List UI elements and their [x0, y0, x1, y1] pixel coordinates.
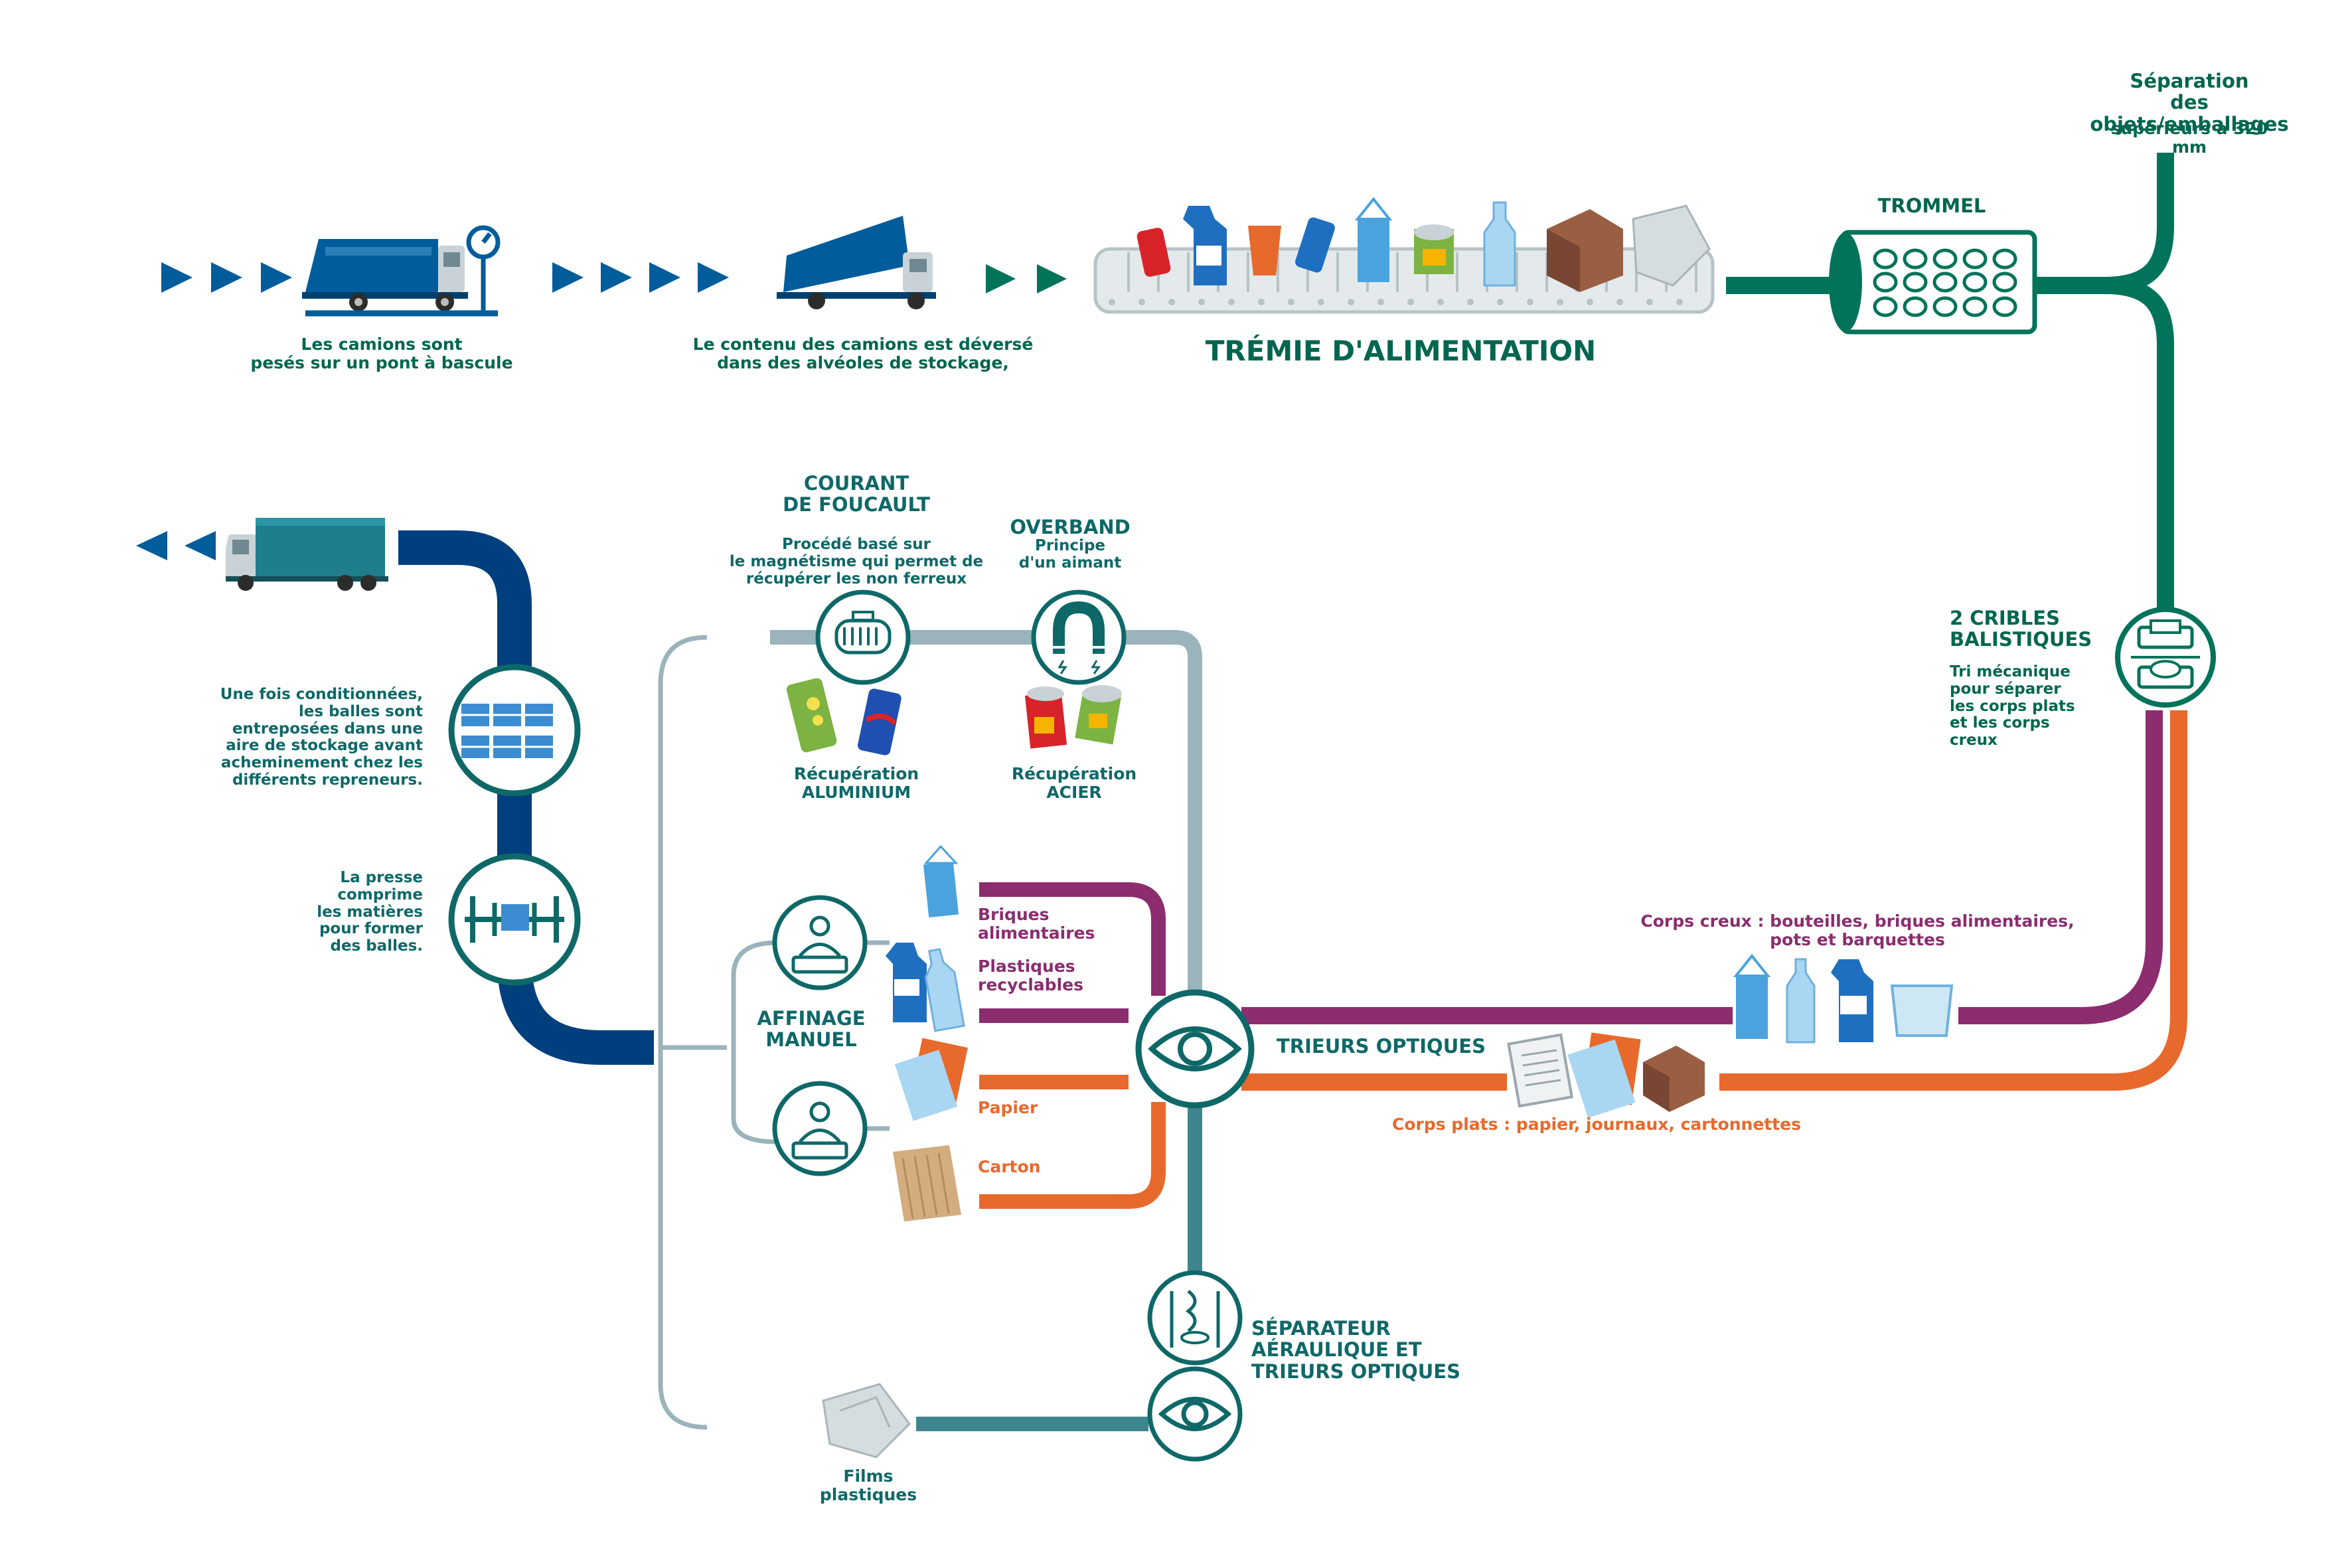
delivery-truck-icon: [226, 518, 388, 591]
films-label: Films plastiques: [819, 1466, 917, 1504]
green-flow-line: [1726, 153, 2174, 611]
briques-return-line: [979, 882, 1166, 996]
play-arrow-icon: [552, 262, 729, 293]
foucault-description: Procédé basé sur le magnétisme qui perme…: [729, 536, 984, 588]
steel-cans: [1024, 685, 1122, 749]
garbage-truck-icon: [302, 239, 468, 311]
affinage-title: AFFINAGE MANUEL: [757, 1007, 866, 1052]
overband-title: OVERBAND: [1010, 516, 1131, 538]
press-caption: La presse comprime les matières pour for…: [317, 869, 423, 955]
eye-icon: [1147, 1366, 1243, 1462]
worker-icon: [772, 1081, 868, 1176]
separation-title: Séparation des objets/emballages: [2090, 70, 2289, 135]
affinage-items: [886, 844, 968, 1221]
label-papier: Papier: [978, 1098, 1038, 1117]
storage-caption: Une fois conditionnées, les balles sont …: [220, 686, 423, 789]
flat-items: [1507, 1032, 1705, 1118]
foucault-result: Récupération ALUMINIUM: [793, 764, 919, 802]
affinage-bracket: [731, 940, 777, 1144]
purple-flow-line: [1958, 710, 2163, 1024]
dump-truck-icon: [777, 216, 936, 309]
optical-sorter-title: TRIEURS OPTIQUES: [1277, 1035, 1486, 1058]
label-briques: Briques alimentaires: [978, 905, 1095, 943]
hollow-items: [1733, 953, 1954, 1044]
flat-stream-label: Corps plats : papier, journaux, cartonne…: [1391, 1115, 1802, 1134]
press-icon: [448, 853, 581, 986]
waste-items: [1137, 196, 1711, 292]
eye-icon: [1135, 989, 1255, 1109]
worker-icon: [772, 895, 868, 990]
weigh-caption: Les camions sont pesés sur un pont à bas…: [250, 335, 513, 372]
eddy-current-icon: [815, 589, 911, 685]
label-carton: Carton: [978, 1157, 1041, 1176]
play-arrow-icon: [986, 264, 1067, 293]
aluminium-cans: [786, 678, 902, 755]
air-separator-icon: [1147, 1270, 1243, 1366]
bracket-line: [658, 635, 708, 1430]
hollow-stream-label: Corps creux : bouteilles, briques alimen…: [1640, 911, 2075, 949]
dump-caption: Le contenu des camions est déversé dans …: [692, 335, 1034, 372]
separation-subtitle: supérieurs à 320 mm: [2110, 119, 2268, 157]
overband-result: Récupération ACIER: [1011, 764, 1137, 802]
magnet-icon: [1031, 589, 1127, 685]
cribles-title: 2 CRIBLES BALISTIQUES: [1950, 607, 2092, 651]
plastic-film-icon: [822, 1383, 911, 1458]
grey-flow-line: [770, 630, 1202, 996]
play-arrow-icon: [136, 531, 216, 560]
cribles-description: Tri mécanique pour séparer les corps pla…: [1950, 663, 2075, 749]
foucault-title: COURANT DE FOUCAULT: [783, 472, 930, 516]
label-plastiques: Plastiques recyclables: [978, 957, 1083, 994]
ballistic-screen-icon: [2115, 607, 2216, 708]
hopper-title: TRÉMIE D'ALIMENTATION: [1205, 335, 1597, 367]
bales-icon: [448, 664, 581, 797]
trommel-icon: [1829, 230, 2037, 335]
play-arrow-icon: [161, 262, 292, 293]
weighbridge-icon: [305, 225, 501, 317]
orange-flow-line: [1719, 710, 2187, 1091]
carton-return-line: [979, 1102, 1166, 1209]
overband-description: Principe d'un aimant: [1018, 537, 1122, 572]
trommel-title: TROMMEL: [1877, 195, 1986, 217]
separateur-title: SÉPARATEUR AÉRAULIQUE ET TRIEURS OPTIQUE…: [1251, 1317, 1460, 1383]
